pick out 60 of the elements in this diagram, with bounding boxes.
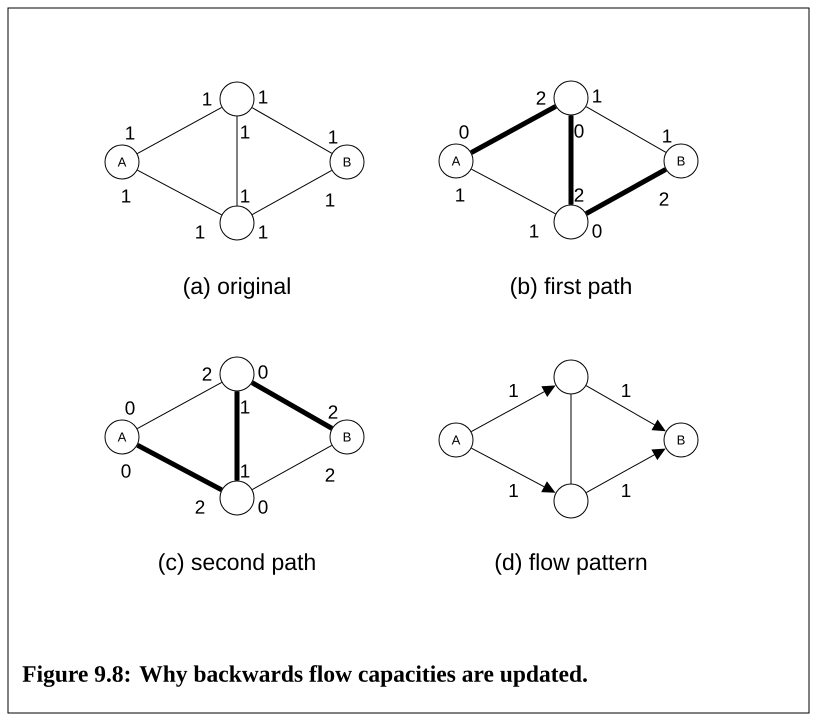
capacity-number: 2 (326, 468, 334, 482)
capacity-number: 2 (660, 192, 668, 206)
node-circle (554, 360, 588, 394)
capacity-number: 1 (259, 90, 268, 104)
capacity-number: 0 (258, 365, 268, 379)
edge-line (136, 443, 223, 492)
panel-caption: (d) flow pattern (496, 553, 646, 575)
edge-line (585, 167, 667, 216)
edge-label: 1 (510, 484, 518, 498)
capacity-number: 1 (326, 193, 334, 207)
capacity-number: 2 (328, 405, 338, 419)
capacity-number: 1 (241, 464, 250, 478)
edge-line (586, 106, 666, 153)
edge-line (234, 392, 240, 480)
capacity-number: 1 (530, 224, 538, 238)
capacity-number: 2 (196, 500, 204, 514)
edge-line (136, 170, 222, 216)
capacity-number: 1 (241, 189, 250, 203)
capacity-number: 0 (125, 401, 135, 415)
edge-label: 1 (622, 484, 630, 498)
node-circle (554, 80, 588, 116)
node-circle (220, 206, 254, 240)
capacity-number: 1 (663, 129, 672, 143)
edge-line (470, 168, 556, 214)
capacity-number: 2 (574, 188, 584, 202)
capacity-number: 2 (202, 367, 212, 381)
figure-caption: Figure 9.8: Why backwards flow capacities are updated. (22, 665, 587, 687)
edge-line (250, 380, 334, 430)
panel-caption: (c) second path (159, 553, 315, 575)
capacity-number: 1 (241, 400, 250, 414)
node-circle (220, 480, 254, 516)
edge-line (252, 445, 332, 490)
edge-line (470, 104, 557, 155)
capacity-number: 0 (258, 500, 268, 514)
edge-line (136, 382, 222, 430)
capacity-number: 2 (536, 91, 546, 105)
edge-line (252, 107, 332, 154)
edge-label: 1 (622, 384, 630, 398)
capacity-number: 0 (459, 125, 469, 139)
capacity-number: 0 (592, 224, 602, 238)
panel-caption: (b) first path (511, 277, 631, 299)
edge-line (570, 394, 572, 484)
edge-line (236, 116, 238, 206)
edge-line (568, 116, 574, 204)
node-circle (554, 484, 588, 518)
capacity-number: 1 (241, 125, 250, 139)
edge-line (252, 170, 332, 216)
node-circle (220, 356, 254, 392)
node-circle (554, 204, 588, 240)
edge-line (136, 106, 222, 154)
panel-caption: (a) original (184, 277, 290, 299)
capacity-number: 1 (196, 225, 204, 239)
capacity-number: 1 (126, 126, 134, 140)
capacity-number: 1 (259, 225, 268, 239)
node-circle (220, 82, 254, 116)
capacity-number: 1 (593, 89, 602, 103)
edge-label: 1 (510, 384, 518, 398)
capacity-number: 1 (329, 130, 338, 144)
capacity-number: 0 (574, 124, 584, 138)
capacity-number: 1 (203, 92, 212, 106)
